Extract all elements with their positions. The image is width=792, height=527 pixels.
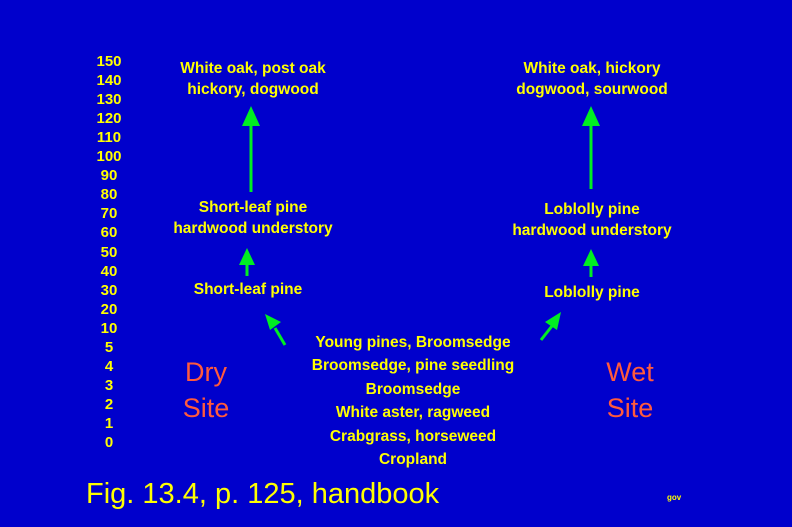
- dry-site-word2: Site: [182, 393, 230, 423]
- year-tick-label: 130: [96, 91, 122, 109]
- year-tick-label: 30: [100, 281, 118, 299]
- year-tick-label: 10: [100, 319, 118, 337]
- year-tick-label: 1: [104, 414, 114, 432]
- year-tick-label: 150: [96, 53, 122, 70]
- footer-small-text: gov: [667, 493, 682, 502]
- center-stage-6: Cropland: [378, 451, 448, 469]
- year-tick-label: 90: [100, 167, 118, 185]
- wet-middle-line2: hardwood understory: [512, 222, 672, 239]
- center-stage-list: Young pines, Broomsedge Broomsedge, pine…: [283, 331, 543, 471]
- year-tick-label: 100: [96, 148, 122, 166]
- year-tick-label: 20: [100, 300, 118, 318]
- center-stage-4: White aster, ragweed: [335, 404, 491, 422]
- wet-site-word1: Wet: [606, 357, 654, 387]
- dry-top-arrow: [242, 106, 260, 192]
- center-stage-5: Crabgrass, horseweed: [329, 427, 497, 445]
- dry-early-label: Short-leaf pine: [193, 281, 303, 298]
- center-stage-1: Young pines, Broomsedge: [315, 334, 511, 351]
- year-tick-label: 0: [104, 434, 114, 451]
- wet-climax-line2: dogwood, sourwood: [516, 81, 668, 98]
- dry-middle-line1: Short-leaf pine: [198, 199, 308, 216]
- dry-middle-line2: hardwood understory: [173, 220, 333, 237]
- year-tick-label: 60: [100, 224, 118, 242]
- year-tick-label: 40: [100, 262, 118, 280]
- dry-lower-arrow: [239, 248, 255, 276]
- wet-site-label: Wet Site: [580, 354, 680, 426]
- center-stage-2: Broomsedge, pine seedling: [311, 357, 515, 375]
- wet-middle-line1: Loblolly pine: [544, 201, 640, 218]
- year-tick-label: 70: [100, 205, 118, 223]
- wet-top-arrow: [582, 106, 600, 189]
- wet-lower-arrow: [583, 249, 599, 277]
- dry-climax-label: White oak, post oak hickory, dogwood: [153, 58, 353, 100]
- dry-climax-line2: hickory, dogwood: [187, 81, 319, 98]
- dry-climax-line1: White oak, post oak: [180, 60, 326, 77]
- dry-middle-label: Short-leaf pine hardwood understory: [148, 197, 358, 239]
- year-tick-label: 120: [96, 110, 122, 128]
- dry-diagonal-arrow: [265, 314, 287, 346]
- year-tick-label: 2: [104, 395, 114, 413]
- wet-climax-label: White oak, hickory dogwood, sourwood: [492, 58, 692, 100]
- year-tick-label: 4: [104, 357, 114, 375]
- wet-early-label: Loblolly pine: [544, 284, 640, 301]
- year-tick-label: 3: [104, 376, 114, 394]
- dry-site-label: Dry Site: [156, 354, 256, 426]
- year-tick-label: 5: [104, 338, 114, 356]
- year-tick-label: 80: [100, 186, 118, 204]
- figure-caption: Fig. 13.4, p. 125, handbook: [86, 478, 440, 510]
- year-tick-label: 50: [100, 243, 118, 261]
- wet-middle-label: Loblolly pine hardwood understory: [487, 199, 697, 241]
- wet-site-word2: Site: [606, 393, 654, 423]
- wet-diagonal-arrow: [539, 312, 561, 341]
- wet-climax-line1: White oak, hickory: [523, 60, 661, 77]
- year-tick-label: 140: [96, 72, 122, 90]
- year-tick-label: 110: [96, 129, 122, 147]
- center-stage-3: Broomsedge: [365, 380, 461, 398]
- dry-site-word1: Dry: [185, 357, 227, 387]
